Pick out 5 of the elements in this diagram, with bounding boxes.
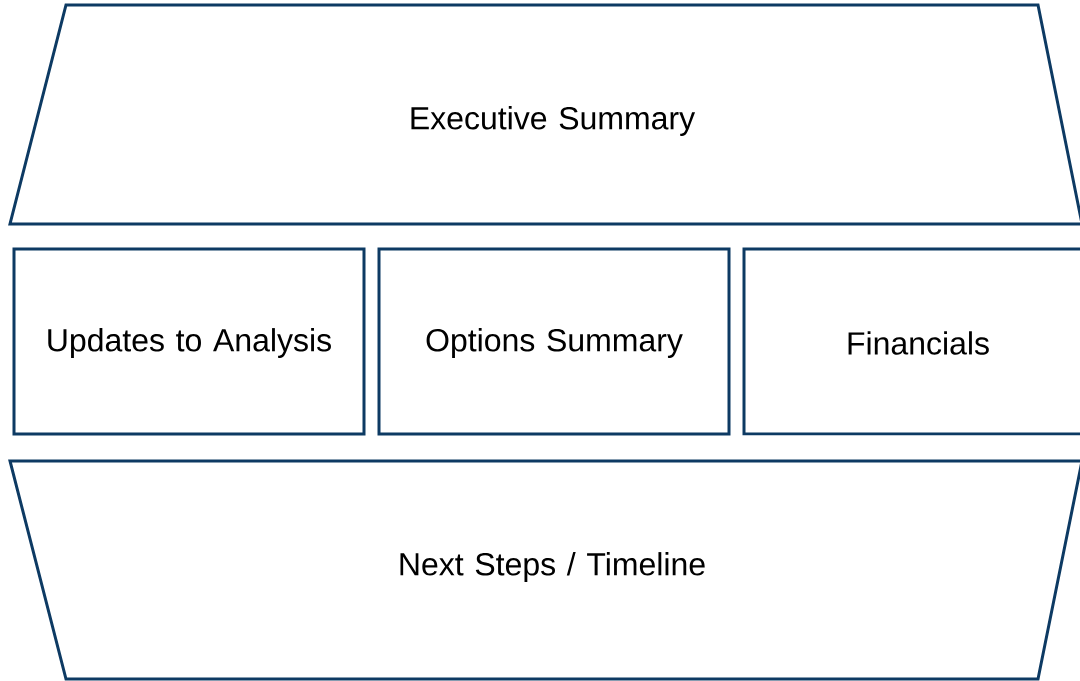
- section-box: Options Summary: [377, 247, 731, 436]
- trapezium-band: Next Steps / Timeline: [8, 459, 1080, 681]
- section-box: Financials: [742, 247, 1080, 436]
- section-box: Updates to Analysis: [12, 247, 366, 436]
- trapezium-band: Executive Summary: [8, 3, 1080, 226]
